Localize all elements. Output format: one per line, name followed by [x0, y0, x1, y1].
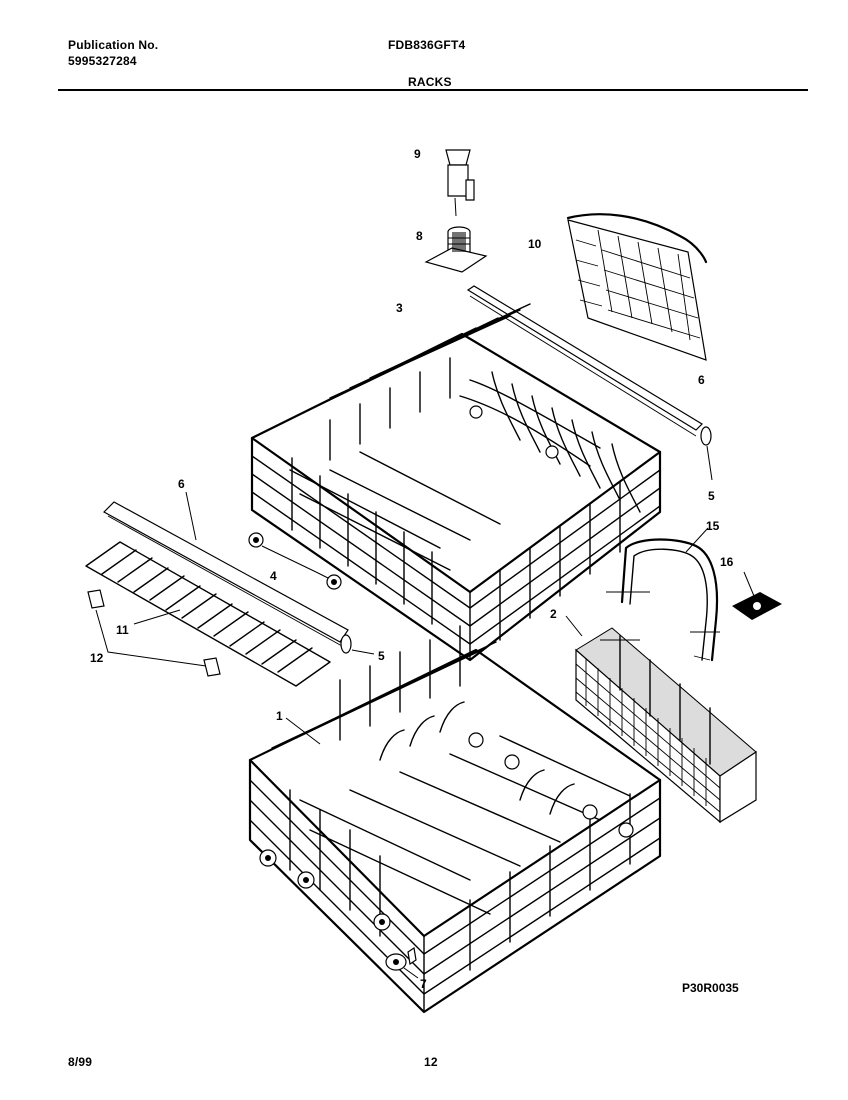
callout-12: 12: [90, 651, 104, 665]
part-10-basket: [566, 213, 708, 361]
model-number: FDB836GFT4: [388, 38, 466, 52]
publication-number: 5995327284: [68, 54, 137, 68]
part-5-end-cap-right: [700, 426, 713, 481]
part-12-clips: [87, 589, 221, 677]
callout-1: 1: [276, 709, 283, 723]
callout-11: 11: [116, 623, 129, 637]
publication-label: Publication No.: [68, 38, 159, 52]
callout-16: 16: [720, 555, 734, 569]
callout-10: 10: [528, 237, 542, 251]
part-7-roller: [385, 946, 419, 979]
callout-4: 4: [270, 569, 277, 583]
header-rule: [58, 89, 808, 91]
callout-6-left: 6: [178, 477, 185, 491]
part-6-rail-left: [103, 491, 349, 647]
part-15-handle: [620, 527, 719, 662]
part-1-lower-rack: [248, 625, 662, 1014]
part-4-rollers: [248, 532, 342, 590]
part-6-rail-right: [466, 285, 703, 437]
part-8-hub-bracket: [424, 226, 488, 273]
callout-3: 3: [396, 301, 403, 315]
callout-2: 2: [550, 607, 557, 621]
part-3-upper-rack: [250, 303, 662, 662]
page-number: 12: [424, 1055, 438, 1069]
part-2-silverware-basket: [565, 591, 757, 824]
callout-8: 8: [416, 229, 423, 243]
section-title: RACKS: [408, 75, 452, 89]
figure-code: P30R0035: [682, 981, 739, 995]
part-11-shelf: [85, 541, 331, 687]
part-5-end-cap-left: [340, 634, 375, 655]
callout-6-right: 6: [698, 373, 705, 387]
callout-15: 15: [706, 519, 720, 533]
callout-5-right: 5: [708, 489, 715, 503]
callout-9: 9: [414, 147, 421, 161]
part-16-label: [732, 571, 782, 620]
part-9-nozzle: [445, 149, 475, 217]
callout-5-left: 5: [378, 649, 385, 663]
footer-date: 8/99: [68, 1055, 93, 1069]
callout-7: 7: [420, 977, 427, 991]
